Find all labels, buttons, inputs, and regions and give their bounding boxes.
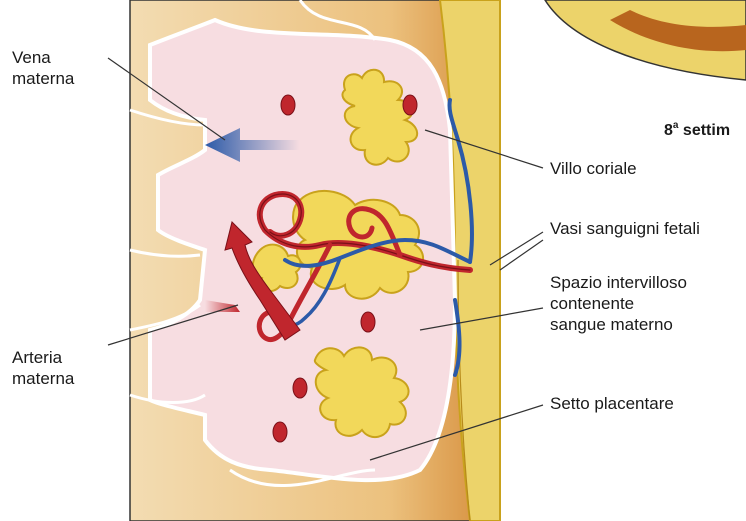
stage-caption: 8a settim	[664, 115, 730, 141]
label-spazio-intervilloso: Spazio intervilloso contenente sangue ma…	[550, 272, 687, 335]
label-vasi-sanguigni-fetali: Vasi sanguigni fetali	[550, 218, 700, 239]
label-villo-coriale: Villo coriale	[550, 158, 637, 179]
label-setto-placentare: Setto placentare	[550, 393, 674, 414]
label-vena-materna: Vena materna	[12, 47, 74, 89]
label-arteria-materna: Arteria materna	[12, 347, 74, 389]
inset-embryo-view	[545, 0, 746, 80]
